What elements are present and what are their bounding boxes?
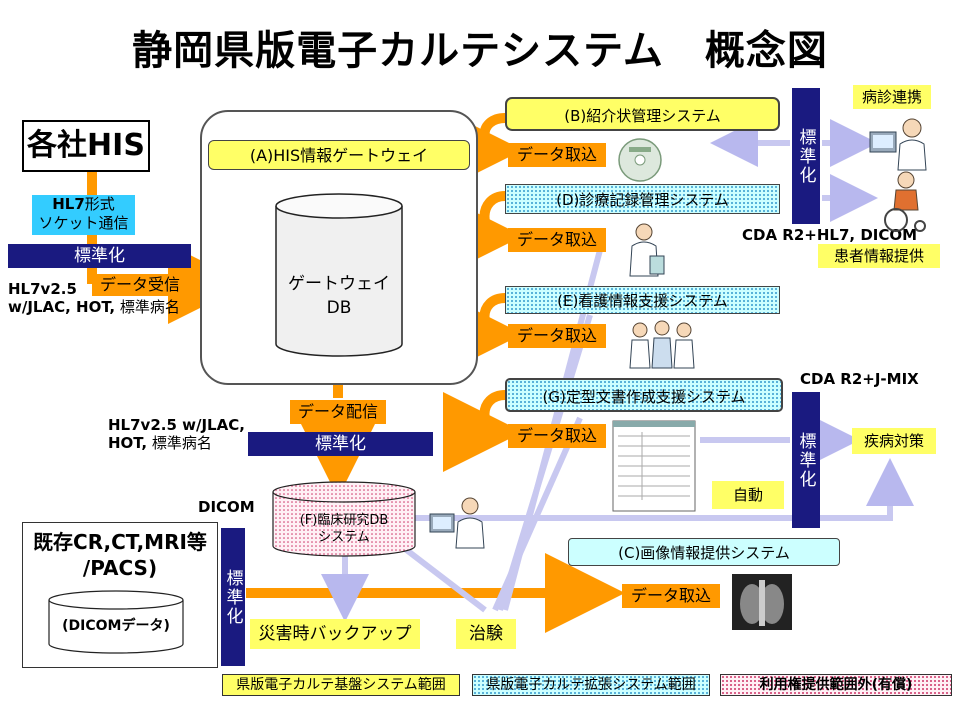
doctor-computer-icon bbox=[869, 118, 927, 171]
hl7-socket-label: HL7形式 ソケット通信 bbox=[32, 195, 135, 235]
data-receive-label: データ受信 bbox=[92, 274, 188, 296]
data-distribution-label: データ配信 bbox=[290, 400, 386, 424]
page-title: 静岡県版電子カルテシステム 概念図 bbox=[132, 28, 828, 74]
nurses-icon bbox=[629, 320, 695, 369]
auto-label: 自動 bbox=[712, 481, 784, 509]
document-form-icon bbox=[612, 420, 696, 512]
system-c-imaging: (C)画像情報提供システム bbox=[568, 538, 840, 566]
gateway-db-line2: DB bbox=[326, 298, 352, 318]
data-import-g: データ取込 bbox=[508, 424, 606, 448]
standardize-vertical-bottom: 標準化 bbox=[792, 392, 820, 528]
doctor-computer-icon-research bbox=[429, 497, 485, 549]
legend-paid: 利用権提供範囲外(有償) bbox=[720, 674, 952, 696]
gateway-db-text: ゲートウェイ DB bbox=[272, 272, 406, 320]
hl7-mid-spec: HL7v2.5 w/JLAC, HOT, 標準病名 bbox=[108, 416, 253, 452]
clinical-db-cylinder bbox=[272, 481, 416, 557]
system-g-documents: (G)定型文書作成支援システム bbox=[505, 378, 783, 412]
existing-db-cylinder bbox=[48, 590, 184, 654]
hl7-mid-line1: HL7v2.5 w/JLAC, bbox=[108, 416, 245, 434]
hl7-left-line2-rest: 標準病名 bbox=[115, 298, 180, 316]
hl7-mid-line2-rest: 標準病名 bbox=[147, 434, 212, 452]
clinical-db-line1: (F)臨床研究DB bbox=[299, 513, 389, 528]
legend-base: 県版電子カルテ基盤システム範囲 bbox=[222, 674, 460, 696]
data-import-b: データ取込 bbox=[508, 143, 606, 167]
hl7-bold-text: HL7 bbox=[52, 195, 85, 213]
hl7-mid-line2-bold: HOT, bbox=[108, 434, 148, 452]
system-d-records: (D)診療記録管理システム bbox=[505, 184, 780, 214]
system-b-referral: (B)紹介状管理システム bbox=[505, 97, 780, 131]
standardize-vertical-left: 標準化 bbox=[221, 528, 245, 666]
byoshin-renkei-label: 病診連携 bbox=[853, 85, 931, 109]
xray-image-icon bbox=[732, 574, 792, 630]
doctor-icon bbox=[629, 223, 665, 277]
gateway-label: (A)HIS情報ゲートウェイ bbox=[208, 140, 470, 170]
hl7-left-line2-bold: w/JLAC, HOT, bbox=[8, 298, 116, 316]
cd-disc-icon bbox=[618, 138, 662, 182]
patient-wheelchair-icon bbox=[884, 171, 926, 232]
hl7-left-spec: HL7v2.5 w/JLAC, HOT, 標準病名 bbox=[8, 280, 213, 316]
socket-text: ソケット通信 bbox=[38, 214, 129, 232]
existing-line1: 既存CR,CT,MRI等 bbox=[33, 530, 207, 554]
data-import-c: データ取込 bbox=[622, 584, 720, 608]
system-e-nursing: (E)看護情報支援システム bbox=[505, 286, 780, 314]
gateway-db-line1: ゲートウェイ bbox=[288, 274, 390, 294]
clinical-db-line2: システム bbox=[318, 530, 370, 545]
legend-extended: 県版電子カルテ拡張システム範囲 bbox=[472, 674, 710, 696]
clinical-db-text: (F)臨床研究DB システム bbox=[270, 512, 418, 546]
gateway-db-cylinder bbox=[275, 193, 403, 357]
his-box: 各社HIS bbox=[22, 120, 150, 172]
orange-flow-arrows bbox=[87, 109, 625, 633]
patient-info-label: 患者情報提供 bbox=[818, 244, 940, 268]
cda-hl7-dicom-label: CDA R2+HL7, DICOM bbox=[742, 226, 918, 244]
clinical-trial-label: 治験 bbox=[456, 619, 516, 649]
existing-db-text: (DICOMデータ) bbox=[62, 618, 170, 634]
data-import-e: データ取込 bbox=[508, 324, 606, 348]
hl7-format-text: 形式 bbox=[84, 195, 115, 213]
cda-jmix-label: CDA R2+J-MIX bbox=[800, 370, 919, 388]
data-import-d: データ取込 bbox=[508, 228, 606, 252]
disease-measures-label: 疾病対策 bbox=[852, 428, 936, 454]
standardize-bar-mid: 標準化 bbox=[248, 432, 433, 456]
standardize-vertical-top: 標準化 bbox=[792, 88, 820, 224]
disaster-backup-label: 災害時バックアップ bbox=[250, 619, 420, 649]
dicom-label: DICOM bbox=[198, 498, 255, 516]
existing-line2: /PACS) bbox=[82, 556, 158, 580]
standardize-bar-left: 標準化 bbox=[8, 244, 191, 268]
hl7-left-line1: HL7v2.5 bbox=[8, 280, 77, 298]
